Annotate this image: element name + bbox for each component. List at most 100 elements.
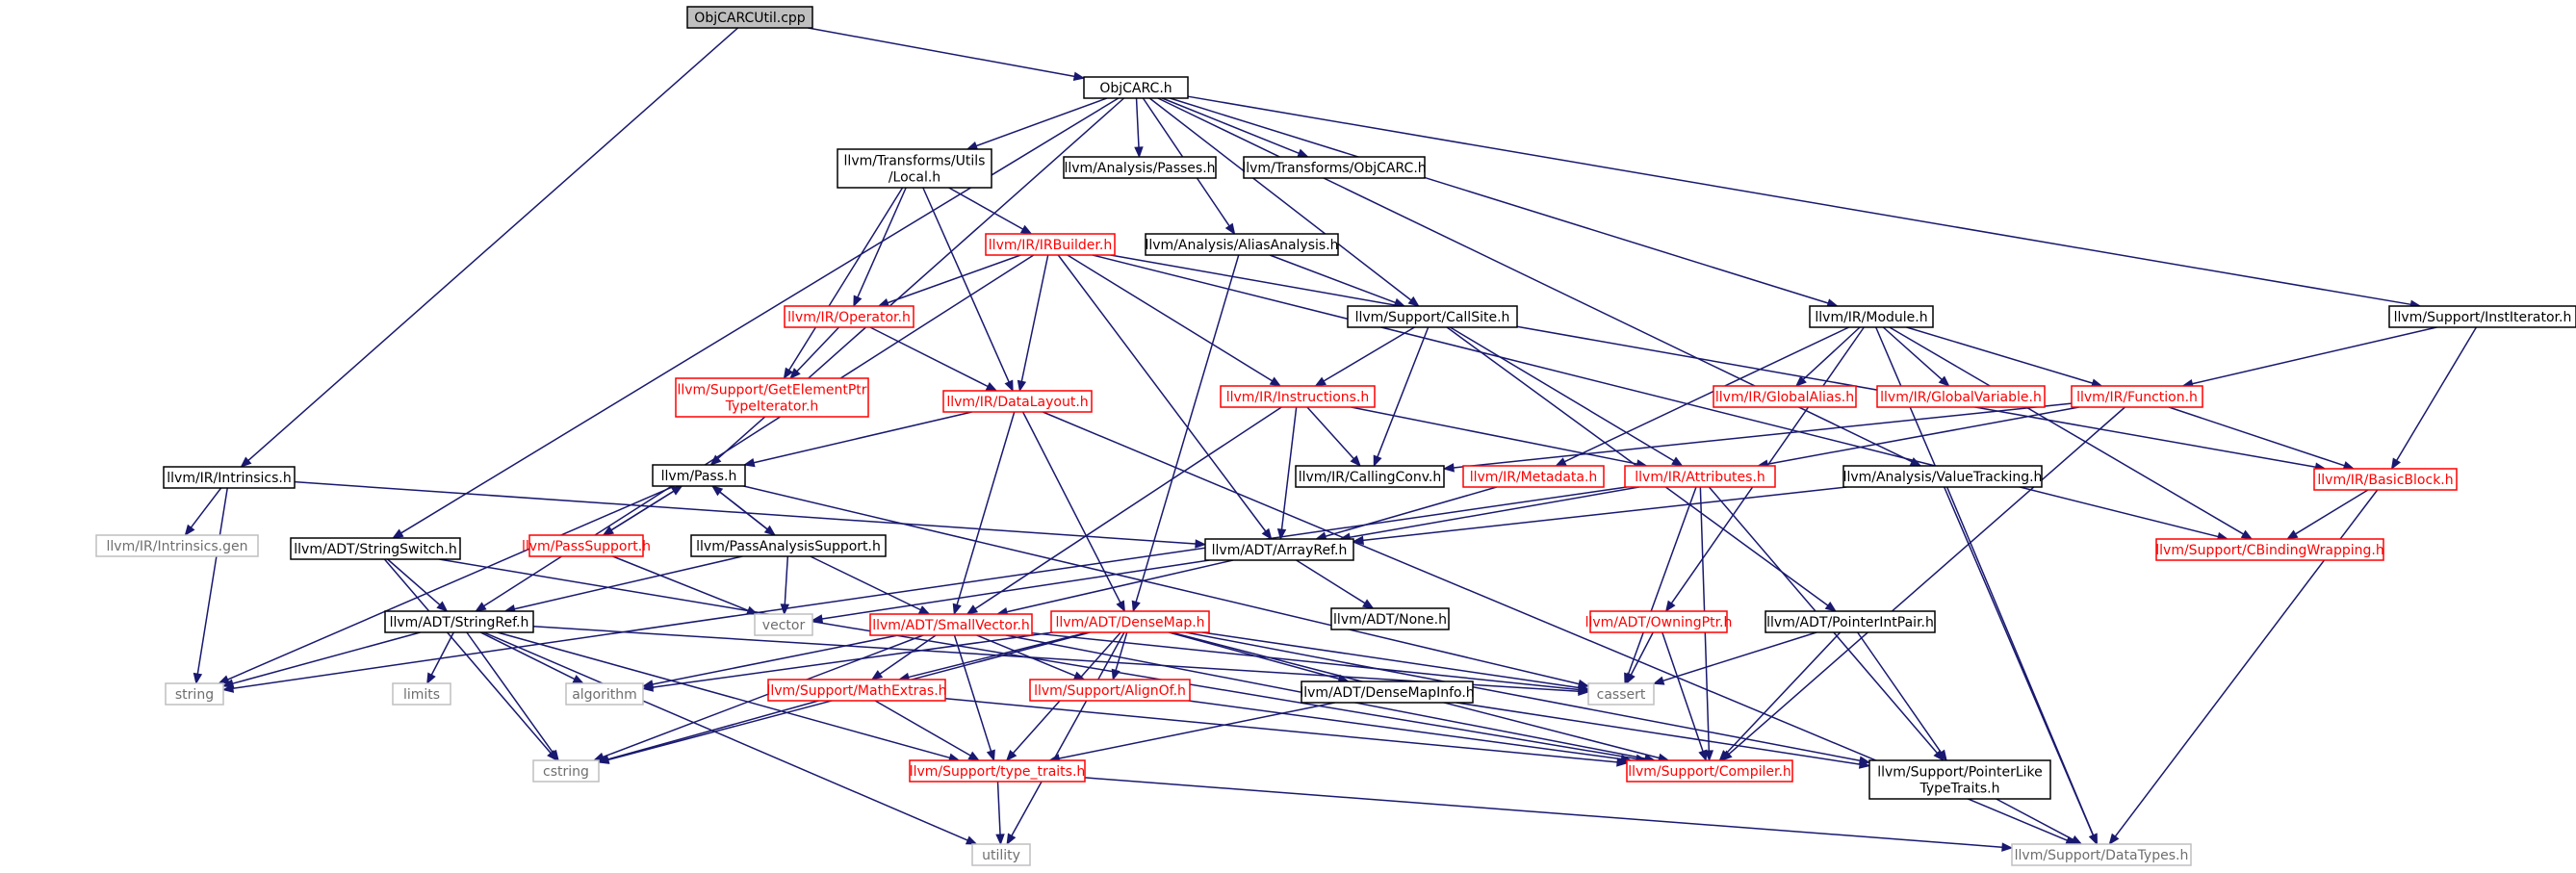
- node-label: llvm/ADT/DenseMapInfo.h: [1300, 685, 1474, 701]
- node-aliasanalysis[interactable]: llvm/Analysis/AliasAnalysis.h: [1145, 233, 1339, 256]
- node-box: [1301, 680, 1474, 704]
- node-label: ObjCARCUtil.cpp: [694, 11, 806, 26]
- node-label: utility: [982, 848, 1020, 863]
- node-box: [1220, 385, 1376, 408]
- arrowhead-passanalysis-to-vector: [780, 603, 790, 616]
- node-intrinsics[interactable]: llvm/IR/Intrinsics.h: [163, 466, 296, 489]
- node-vector: vector: [754, 613, 813, 636]
- node-module[interactable]: llvm/IR/Module.h: [1809, 305, 1934, 328]
- node-typetraits[interactable]: llvm/Support/type_traits.h: [909, 759, 1086, 783]
- node-box: [985, 233, 1116, 256]
- edge-institerator-to-function: [2192, 326, 2437, 385]
- node-smallvector[interactable]: llvm/ADT/SmallVector.h: [869, 613, 1033, 636]
- node-label: llvm/PassSupport.h: [522, 539, 651, 554]
- edge-intrinsics-to-intrinsics_gen: [190, 487, 222, 528]
- node-cbinding[interactable]: llvm/Support/CBindingWrapping.h: [2155, 538, 2384, 561]
- node-metadata[interactable]: llvm/IR/Metadata.h: [1462, 465, 1605, 488]
- node-box: [384, 610, 534, 633]
- node-label: llvm/Support/DataTypes.h: [2015, 848, 2189, 863]
- node-box: [163, 466, 296, 489]
- edge-callsite-to-attributes: [1450, 326, 1675, 462]
- node-alignof[interactable]: llvm/Support/AlignOf.h: [1029, 679, 1191, 702]
- edge-mathextras-to-cstring: [607, 700, 819, 760]
- arrowhead-stringref-to-limits: [426, 672, 436, 685]
- arrowhead-typetraits-to-utility: [995, 834, 1005, 846]
- edge-densemap-to-utility: [1011, 631, 1125, 836]
- arrowhead-transforms_local-to-operator: [853, 295, 863, 308]
- node-box: [1050, 610, 1210, 633]
- node-label: llvm/Support/MathExtras.h: [766, 683, 946, 699]
- edge-smallvector-to-cstring: [603, 634, 924, 758]
- edge-pointerintpair-to-compiler: [1725, 631, 1842, 755]
- edge-stringswitch-to-compiler: [438, 558, 1637, 760]
- node-box: [767, 679, 946, 702]
- edge-callsite-to-instructions: [1323, 326, 1415, 382]
- node-none[interactable]: llvm/ADT/None.h: [1330, 607, 1450, 630]
- node-arrayref[interactable]: llvm/ADT/ArrayRef.h: [1204, 538, 1354, 561]
- node-operator[interactable]: llvm/IR/Operator.h: [784, 305, 914, 328]
- node-institerator[interactable]: llvm/Support/InstIterator.h: [2388, 305, 2576, 328]
- edge-aliasanalysis-to-densemap: [1135, 254, 1240, 603]
- arrowhead-attributes-to-compiler: [1704, 750, 1714, 762]
- node-box: [1063, 156, 1217, 179]
- edge-arrayref-to-smallvector: [1006, 559, 1234, 613]
- node-box: [942, 390, 1093, 413]
- node-box: [1809, 305, 1934, 328]
- edge-intrinsics-to-arrayref: [294, 480, 1197, 545]
- node-attributes[interactable]: llvm/IR/Attributes.h: [1624, 465, 1776, 488]
- node-label: llvm/Support/CallSite.h: [1355, 310, 1510, 325]
- arrowhead-irbuilder-to-instructions: [1269, 376, 1282, 387]
- node-valuetracking[interactable]: llvm/Analysis/ValueTracking.h: [1842, 465, 2043, 488]
- node-box: [165, 682, 224, 706]
- edge-objcarc-to-institerator: [1187, 95, 2411, 306]
- edge-pointerintpair-to-cassert: [1662, 631, 1817, 681]
- node-label: llvm/IR/CallingConv.h: [1299, 470, 1442, 485]
- edge-attributes-to-arrayref: [1349, 486, 1639, 539]
- arrowhead-module-to-metadata: [1555, 457, 1567, 467]
- node-instructions[interactable]: llvm/IR/Instructions.h: [1220, 385, 1376, 408]
- arrowhead-objcarcutil-to-intrinsics: [240, 456, 252, 468]
- edge-datalayout-to-smallvector: [956, 411, 1016, 605]
- node-transforms_local[interactable]: llvm/Transforms/Utils/Local.h: [837, 148, 992, 189]
- edge-institerator-to-basicblock: [2396, 326, 2478, 461]
- node-globalalias[interactable]: llvm/IR/GlobalAlias.h: [1713, 385, 1857, 408]
- edge-datalayout-to-pass: [753, 411, 972, 464]
- node-analysis_passes[interactable]: llvm/Analysis/Passes.h: [1063, 156, 1217, 179]
- node-compiler[interactable]: llvm/Support/Compiler.h: [1626, 759, 1793, 783]
- node-densemapinfo[interactable]: llvm/ADT/DenseMapInfo.h: [1300, 680, 1475, 704]
- node-basicblock[interactable]: llvm/IR/BasicBlock.h: [2313, 468, 2458, 491]
- edge-module-to-function: [1906, 326, 2094, 384]
- node-densemap[interactable]: llvm/ADT/DenseMap.h: [1050, 610, 1210, 633]
- node-pass[interactable]: llvm/Pass.h: [652, 464, 746, 487]
- edge-densemap-to-densemapinfo: [1169, 631, 1340, 680]
- node-datalayout[interactable]: llvm/IR/DataLayout.h: [942, 390, 1093, 413]
- arrowhead-stringref-to-utility: [965, 835, 978, 845]
- node-mathextras[interactable]: llvm/Support/MathExtras.h: [766, 679, 947, 702]
- arrowhead-transforms_local-to-irbuilder: [1019, 224, 1033, 235]
- node-pointerintpair[interactable]: llvm/ADT/PointerIntPair.h: [1765, 610, 1936, 633]
- node-transforms_objcarc[interactable]: llvm/Transforms/ObjCARC.h: [1242, 156, 1427, 179]
- node-callingconv[interactable]: llvm/IR/CallingConv.h: [1295, 465, 1445, 488]
- node-objcarc[interactable]: ObjCARC.h: [1083, 76, 1189, 99]
- node-stringswitch[interactable]: llvm/ADT/StringSwitch.h: [290, 537, 461, 560]
- node-callsite[interactable]: llvm/Support/CallSite.h: [1347, 305, 1518, 328]
- node-irbuilder[interactable]: llvm/IR/IRBuilder.h: [985, 233, 1116, 256]
- node-stringref[interactable]: llvm/ADT/StringRef.h: [384, 610, 534, 633]
- edge-mathextras-to-typetraits: [874, 700, 971, 757]
- arrowhead-objcarc-to-analysis_passes: [1134, 146, 1144, 159]
- node-globalvariable[interactable]: llvm/IR/GlobalVariable.h: [1876, 385, 2046, 408]
- node-owningptr[interactable]: llvm/ADT/OwningPtr.h: [1585, 610, 1733, 633]
- edge-densemapinfo-to-pointerlike: [1455, 702, 1861, 765]
- node-box: [1347, 305, 1518, 328]
- node-label: llvm/Transforms/ObjCARC.h: [1242, 161, 1426, 176]
- arrowhead-densemap-to-utility: [1006, 833, 1017, 846]
- node-function[interactable]: llvm/IR/Function.h: [2071, 385, 2203, 408]
- arrowhead-datalayout-to-densemap: [1116, 600, 1125, 613]
- node-passanalysis[interactable]: llvm/PassAnalysisSupport.h: [690, 534, 887, 557]
- node-passsupport[interactable]: llvm/PassSupport.h: [522, 534, 651, 557]
- edge-stringref-to-typetraits: [497, 631, 950, 759]
